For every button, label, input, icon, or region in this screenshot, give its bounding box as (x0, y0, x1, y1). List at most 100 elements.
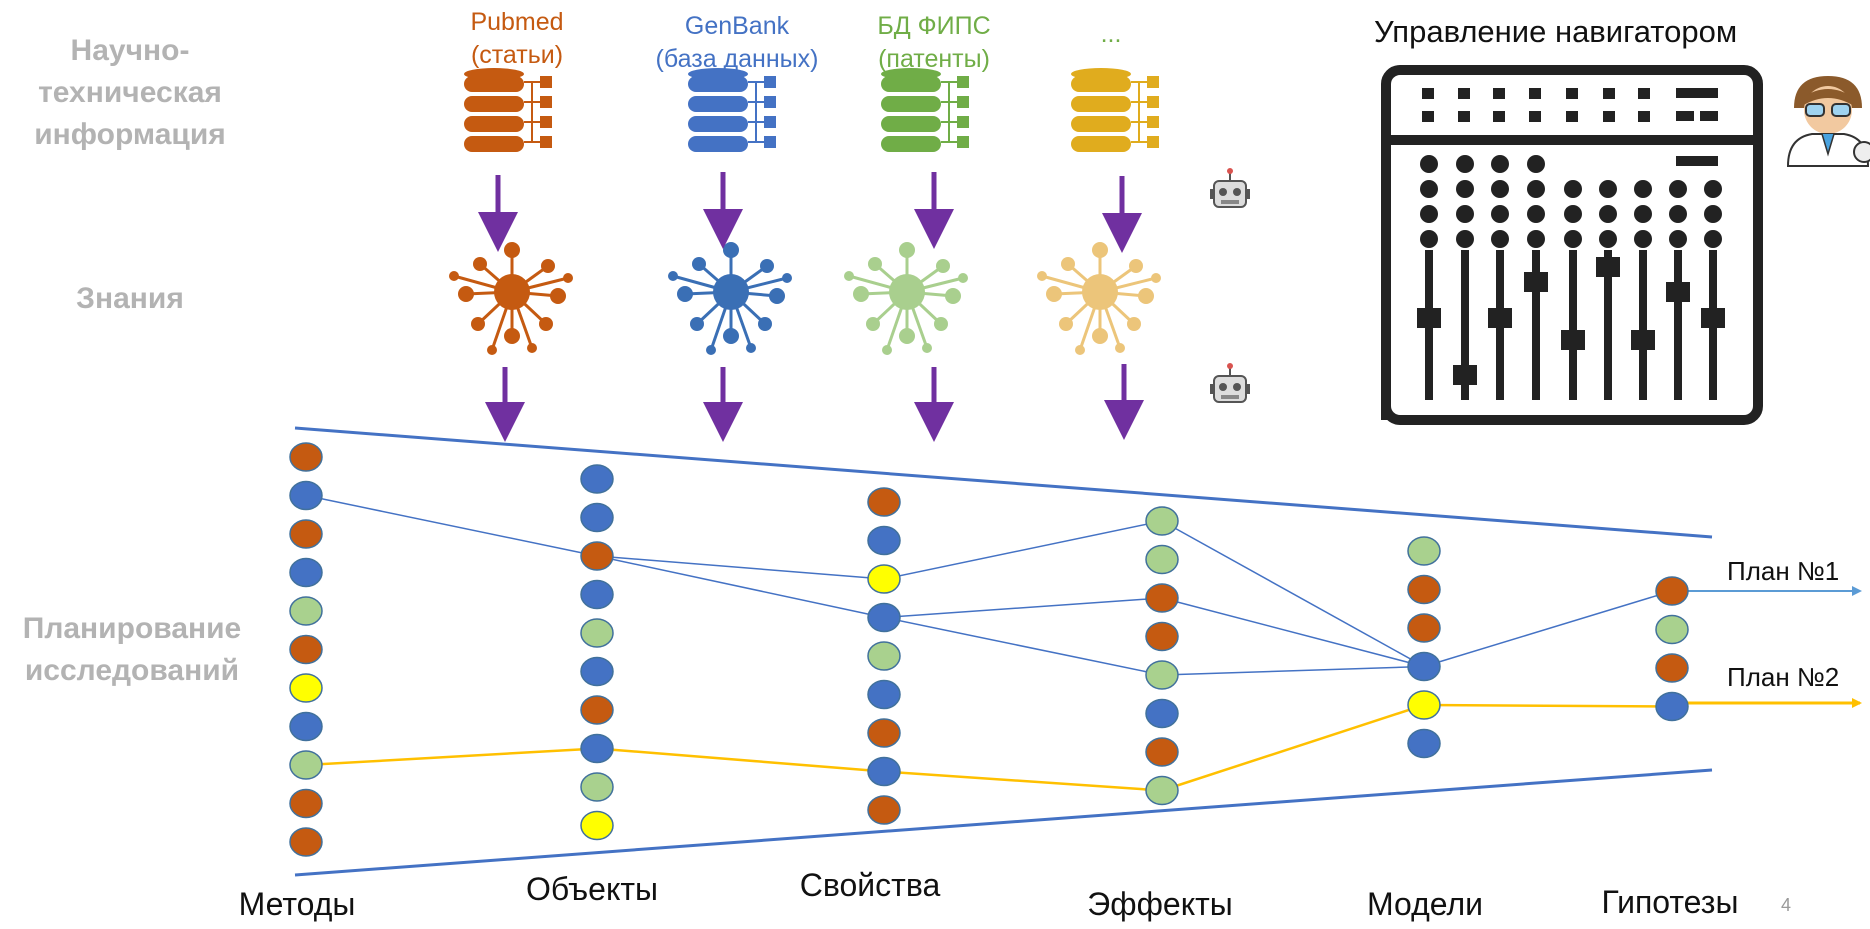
plan1-path-segment (1423, 590, 1673, 668)
source-sub: (статьи) (470, 41, 564, 69)
plan1-branch-segment (1161, 597, 1425, 668)
knowledge-network-icon-fips (844, 242, 968, 355)
knowledge-network-icon-genbank (668, 242, 792, 355)
robot-icon (1210, 168, 1250, 208)
plan2-path-segment (596, 747, 885, 773)
node-blue (867, 602, 901, 633)
node-green (1145, 544, 1179, 575)
node-blue (289, 480, 323, 511)
source-label-more: ... (991, 18, 1231, 51)
node-green (1655, 614, 1689, 645)
node-orange (580, 695, 614, 725)
database-icon-fips (881, 68, 969, 152)
column-label-objects: Объекты (526, 871, 658, 907)
node-orange (867, 795, 901, 825)
node-green (580, 618, 614, 648)
database-icon-more (1071, 68, 1159, 152)
knowledge-network-icon-pubmed (449, 242, 573, 355)
node-green (1145, 660, 1179, 690)
scientist-avatar-icon: s (1786, 76, 1870, 167)
node-orange (289, 827, 323, 857)
node-orange (289, 519, 323, 549)
node-orange (867, 487, 901, 517)
plan1-branch-segment (883, 520, 1163, 580)
row-label-knowledge: Знания (76, 282, 184, 315)
source-label-pubmed: Pubmed (статьи) (397, 6, 637, 72)
node-green (580, 772, 614, 802)
plan2-path-segment (883, 770, 1163, 792)
node-orange (867, 718, 901, 748)
source-label-genbank: GenBank (база данных) (617, 10, 857, 76)
plan1-path-segment (596, 555, 885, 619)
node-orange (289, 788, 323, 819)
plan2-label: План №2 (1727, 662, 1840, 692)
column-label-methods: Методы (238, 886, 356, 922)
plan1-path-segment (883, 616, 1163, 676)
node-yellow (867, 564, 901, 594)
plan1-branch-segment (883, 597, 1163, 619)
plan1-path-segment (305, 494, 598, 557)
column-label-models: Модели (1366, 886, 1484, 922)
node-green (1145, 775, 1179, 806)
node-blue (867, 679, 901, 710)
node-blue (580, 733, 614, 764)
node-green (1145, 506, 1179, 536)
plan1-label: План №1 (1727, 556, 1840, 586)
node-blue (1145, 698, 1179, 729)
database-icon-pubmed (464, 68, 552, 152)
node-orange (1145, 583, 1179, 613)
node-yellow (289, 673, 323, 703)
node-blue (867, 756, 901, 787)
plan1-branch-segment (1161, 520, 1425, 668)
node-green (1407, 536, 1441, 566)
node-orange (289, 442, 323, 472)
navigator-title: Управление навигатором (1374, 14, 1738, 49)
node-orange (1407, 574, 1441, 605)
plan2-path-segment (1161, 703, 1425, 792)
node-blue (1407, 651, 1441, 682)
node-yellow (1407, 690, 1441, 720)
node-orange (1655, 576, 1689, 606)
node-orange (1655, 653, 1689, 683)
column-label-hypotheses: Гипотезы (1601, 884, 1739, 920)
funnel-top-line (294, 426, 1713, 539)
node-orange (289, 634, 323, 665)
source-name: БД ФИПС (877, 12, 991, 40)
node-blue (580, 656, 614, 687)
node-yellow (580, 810, 614, 841)
node-blue (580, 579, 614, 610)
plan1-branch-segment (596, 555, 885, 580)
node-green (289, 750, 323, 780)
node-orange (1407, 613, 1441, 643)
node-blue (867, 525, 901, 556)
knowledge-network-icon-more (1037, 242, 1161, 355)
node-blue (580, 502, 614, 533)
node-blue (1655, 691, 1689, 722)
node-green (289, 596, 323, 626)
node-blue (1407, 728, 1441, 759)
source-sub: (база данных) (655, 45, 819, 73)
source-name: ... (1100, 20, 1122, 48)
robot-icon (1210, 363, 1250, 403)
plan1-path-segment (1161, 665, 1425, 676)
plan2-path-segment (305, 747, 598, 767)
page-number: 4 (1781, 895, 1792, 915)
node-orange (1145, 737, 1179, 767)
column-label-effects: Эффекты (1087, 886, 1233, 922)
source-name: Pubmed (470, 8, 564, 36)
source-label-fips: БД ФИПС (патенты) (814, 10, 1054, 76)
node-orange (1145, 621, 1179, 652)
mixer-console-icon (1381, 65, 1763, 425)
node-blue (289, 557, 323, 588)
source-name: GenBank (684, 12, 790, 40)
source-sub: (патенты) (878, 45, 990, 73)
node-blue (289, 711, 323, 742)
column-label-properties: Свойства (799, 867, 941, 903)
plan2-path-segment (1423, 703, 1673, 708)
node-orange (580, 541, 614, 571)
funnel-bottom-line (294, 768, 1713, 877)
database-icon-genbank (688, 68, 776, 152)
